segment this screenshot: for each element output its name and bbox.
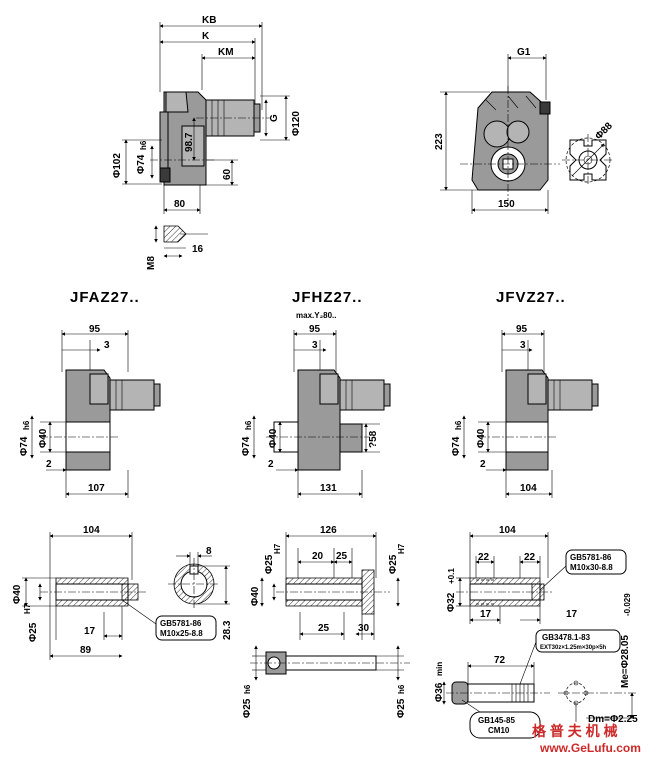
svg-text:H7: H7 bbox=[23, 603, 32, 614]
note-max-y280: max.Y₂80.. bbox=[296, 311, 336, 320]
dim-d120: Φ120 bbox=[291, 111, 302, 136]
svg-text:22: 22 bbox=[478, 552, 490, 563]
svg-text:Φ40: Φ40 bbox=[268, 428, 279, 448]
svg-text:Φ40: Φ40 bbox=[38, 428, 49, 448]
svg-text:GB3478.1-83: GB3478.1-83 bbox=[542, 633, 591, 642]
flange-detail: Φ88 bbox=[562, 120, 615, 186]
svg-text:17: 17 bbox=[480, 609, 492, 620]
dim-d74: Φ74 bbox=[136, 154, 147, 174]
top-side-view: KB K KM G Φ120 Φ102 Φ74 h6 98.7 bbox=[112, 15, 302, 270]
dim-km: KM bbox=[218, 47, 234, 58]
svg-text:25: 25 bbox=[318, 623, 330, 634]
svg-text:8: 8 bbox=[206, 546, 212, 557]
title-jfvz27: JFVZ27.. bbox=[496, 289, 566, 306]
svg-text:2: 2 bbox=[268, 459, 274, 470]
watermark-cn: 格 普 夫 机 械 bbox=[532, 723, 618, 739]
svg-text:Φ74: Φ74 bbox=[451, 436, 462, 456]
shaft-jfaz27: 104 Φ40 Φ25 H7 17 89 GB5781-86 M10x25-8.… bbox=[12, 525, 233, 660]
svg-text:Φ32: Φ32 bbox=[446, 592, 457, 612]
svg-text:-0.029: -0.029 bbox=[623, 593, 632, 616]
svg-text:h6: h6 bbox=[244, 420, 253, 430]
title-jfaz27: JFAZ27.. bbox=[70, 289, 140, 306]
svg-text:131: 131 bbox=[320, 483, 337, 494]
svg-text:2: 2 bbox=[46, 459, 52, 470]
svg-text:Φ25: Φ25 bbox=[264, 554, 275, 574]
svg-text:Φ74: Φ74 bbox=[241, 436, 252, 456]
svg-text:95: 95 bbox=[516, 324, 528, 335]
svg-text:GB5781-86: GB5781-86 bbox=[160, 619, 202, 628]
svg-text:17: 17 bbox=[84, 626, 96, 637]
dim-16: 16 bbox=[192, 244, 204, 255]
dim-m8: M8 bbox=[146, 256, 157, 270]
svg-text:M10x25-8.8: M10x25-8.8 bbox=[160, 629, 203, 638]
dim-80: 80 bbox=[174, 199, 186, 210]
svg-text:H7: H7 bbox=[397, 543, 406, 554]
svg-text:Φ25: Φ25 bbox=[396, 698, 407, 718]
svg-text:72: 72 bbox=[494, 655, 506, 666]
svg-text:89: 89 bbox=[80, 645, 92, 656]
svg-text:Dm=Φ2.25: Dm=Φ2.25 bbox=[588, 714, 638, 725]
svg-text:25: 25 bbox=[336, 551, 348, 562]
svg-text:107: 107 bbox=[88, 483, 105, 494]
svg-text:h6: h6 bbox=[139, 140, 148, 150]
view-jfaz27: 95 3 Φ74 h6 Φ40 2 107 bbox=[19, 324, 161, 498]
svg-text:Me=Φ28.05: Me=Φ28.05 bbox=[620, 635, 631, 688]
svg-text:104: 104 bbox=[83, 525, 100, 536]
shaft-jfvz27: 104 22 22 Φ32 +0.1 17 17 GB5781-86 M10x3… bbox=[434, 525, 638, 739]
svg-text:Φ25: Φ25 bbox=[388, 554, 399, 574]
dim-150: 150 bbox=[498, 199, 515, 210]
svg-text:CM10: CM10 bbox=[488, 726, 510, 735]
svg-text:Φ40: Φ40 bbox=[12, 584, 23, 604]
svg-text:Φ40: Φ40 bbox=[476, 428, 487, 448]
svg-text:104: 104 bbox=[520, 483, 537, 494]
svg-text:h6: h6 bbox=[397, 684, 406, 694]
svg-text:95: 95 bbox=[89, 324, 101, 335]
dim-98-7: 98.7 bbox=[184, 132, 195, 152]
top-front-view: G1 223 150 Φ88 bbox=[434, 47, 615, 214]
svg-text:2: 2 bbox=[480, 459, 486, 470]
svg-text:Φ36: Φ36 bbox=[434, 682, 445, 702]
title-jfhz27: JFHZ27.. bbox=[292, 289, 363, 306]
view-jfvz27: 95 3 Φ74 h6 Φ40 2 104 bbox=[451, 324, 599, 498]
dim-d102: Φ102 bbox=[112, 153, 123, 178]
svg-text:30: 30 bbox=[358, 623, 370, 634]
svg-text:EXT30z×1.25m×30p×5h: EXT30z×1.25m×30p×5h bbox=[540, 645, 607, 651]
svg-text:Φ25: Φ25 bbox=[28, 622, 39, 642]
svg-text:GB5781-86: GB5781-86 bbox=[570, 553, 612, 562]
svg-text:h6: h6 bbox=[243, 684, 252, 694]
svg-text:3: 3 bbox=[104, 340, 110, 351]
svg-text:H7: H7 bbox=[273, 543, 282, 554]
svg-text:22: 22 bbox=[524, 552, 536, 563]
svg-text:28.3: 28.3 bbox=[222, 620, 233, 640]
svg-text:Φ40: Φ40 bbox=[250, 586, 261, 606]
dim-g1: G1 bbox=[517, 47, 531, 58]
dim-k: K bbox=[202, 31, 210, 42]
dim-g: G bbox=[269, 114, 280, 122]
svg-text:20: 20 bbox=[312, 551, 324, 562]
svg-text:Φ25: Φ25 bbox=[242, 698, 253, 718]
svg-text:h6: h6 bbox=[22, 420, 31, 430]
view-jfhz27: 95 3 Φ74 h6 Φ40 ?58 2 131 bbox=[241, 324, 391, 498]
svg-text:Φ74: Φ74 bbox=[19, 436, 30, 456]
svg-text:95: 95 bbox=[309, 324, 321, 335]
watermark-url: www.GeLufu.com bbox=[539, 741, 641, 755]
svg-text:17: 17 bbox=[566, 609, 578, 620]
svg-text:3: 3 bbox=[312, 340, 318, 351]
svg-text:126: 126 bbox=[320, 525, 337, 536]
dim-kb: KB bbox=[202, 15, 216, 26]
svg-text:min: min bbox=[435, 662, 444, 676]
dim-223: 223 bbox=[434, 133, 445, 150]
svg-text:104: 104 bbox=[499, 525, 516, 536]
svg-text:M10x30-8.8: M10x30-8.8 bbox=[570, 563, 613, 572]
svg-text:+0.1: +0.1 bbox=[447, 568, 456, 584]
dim-d88: Φ88 bbox=[593, 120, 615, 142]
svg-text:GB145-85: GB145-85 bbox=[478, 716, 515, 725]
dim-60: 60 bbox=[222, 168, 233, 180]
svg-text:h6: h6 bbox=[454, 420, 463, 430]
svg-text:?58: ?58 bbox=[368, 430, 379, 448]
svg-text:3: 3 bbox=[520, 340, 526, 351]
shaft-jfhz27: 126 20 25 Φ25 H7 Φ25 H7 Φ40 25 30 bbox=[242, 525, 410, 718]
